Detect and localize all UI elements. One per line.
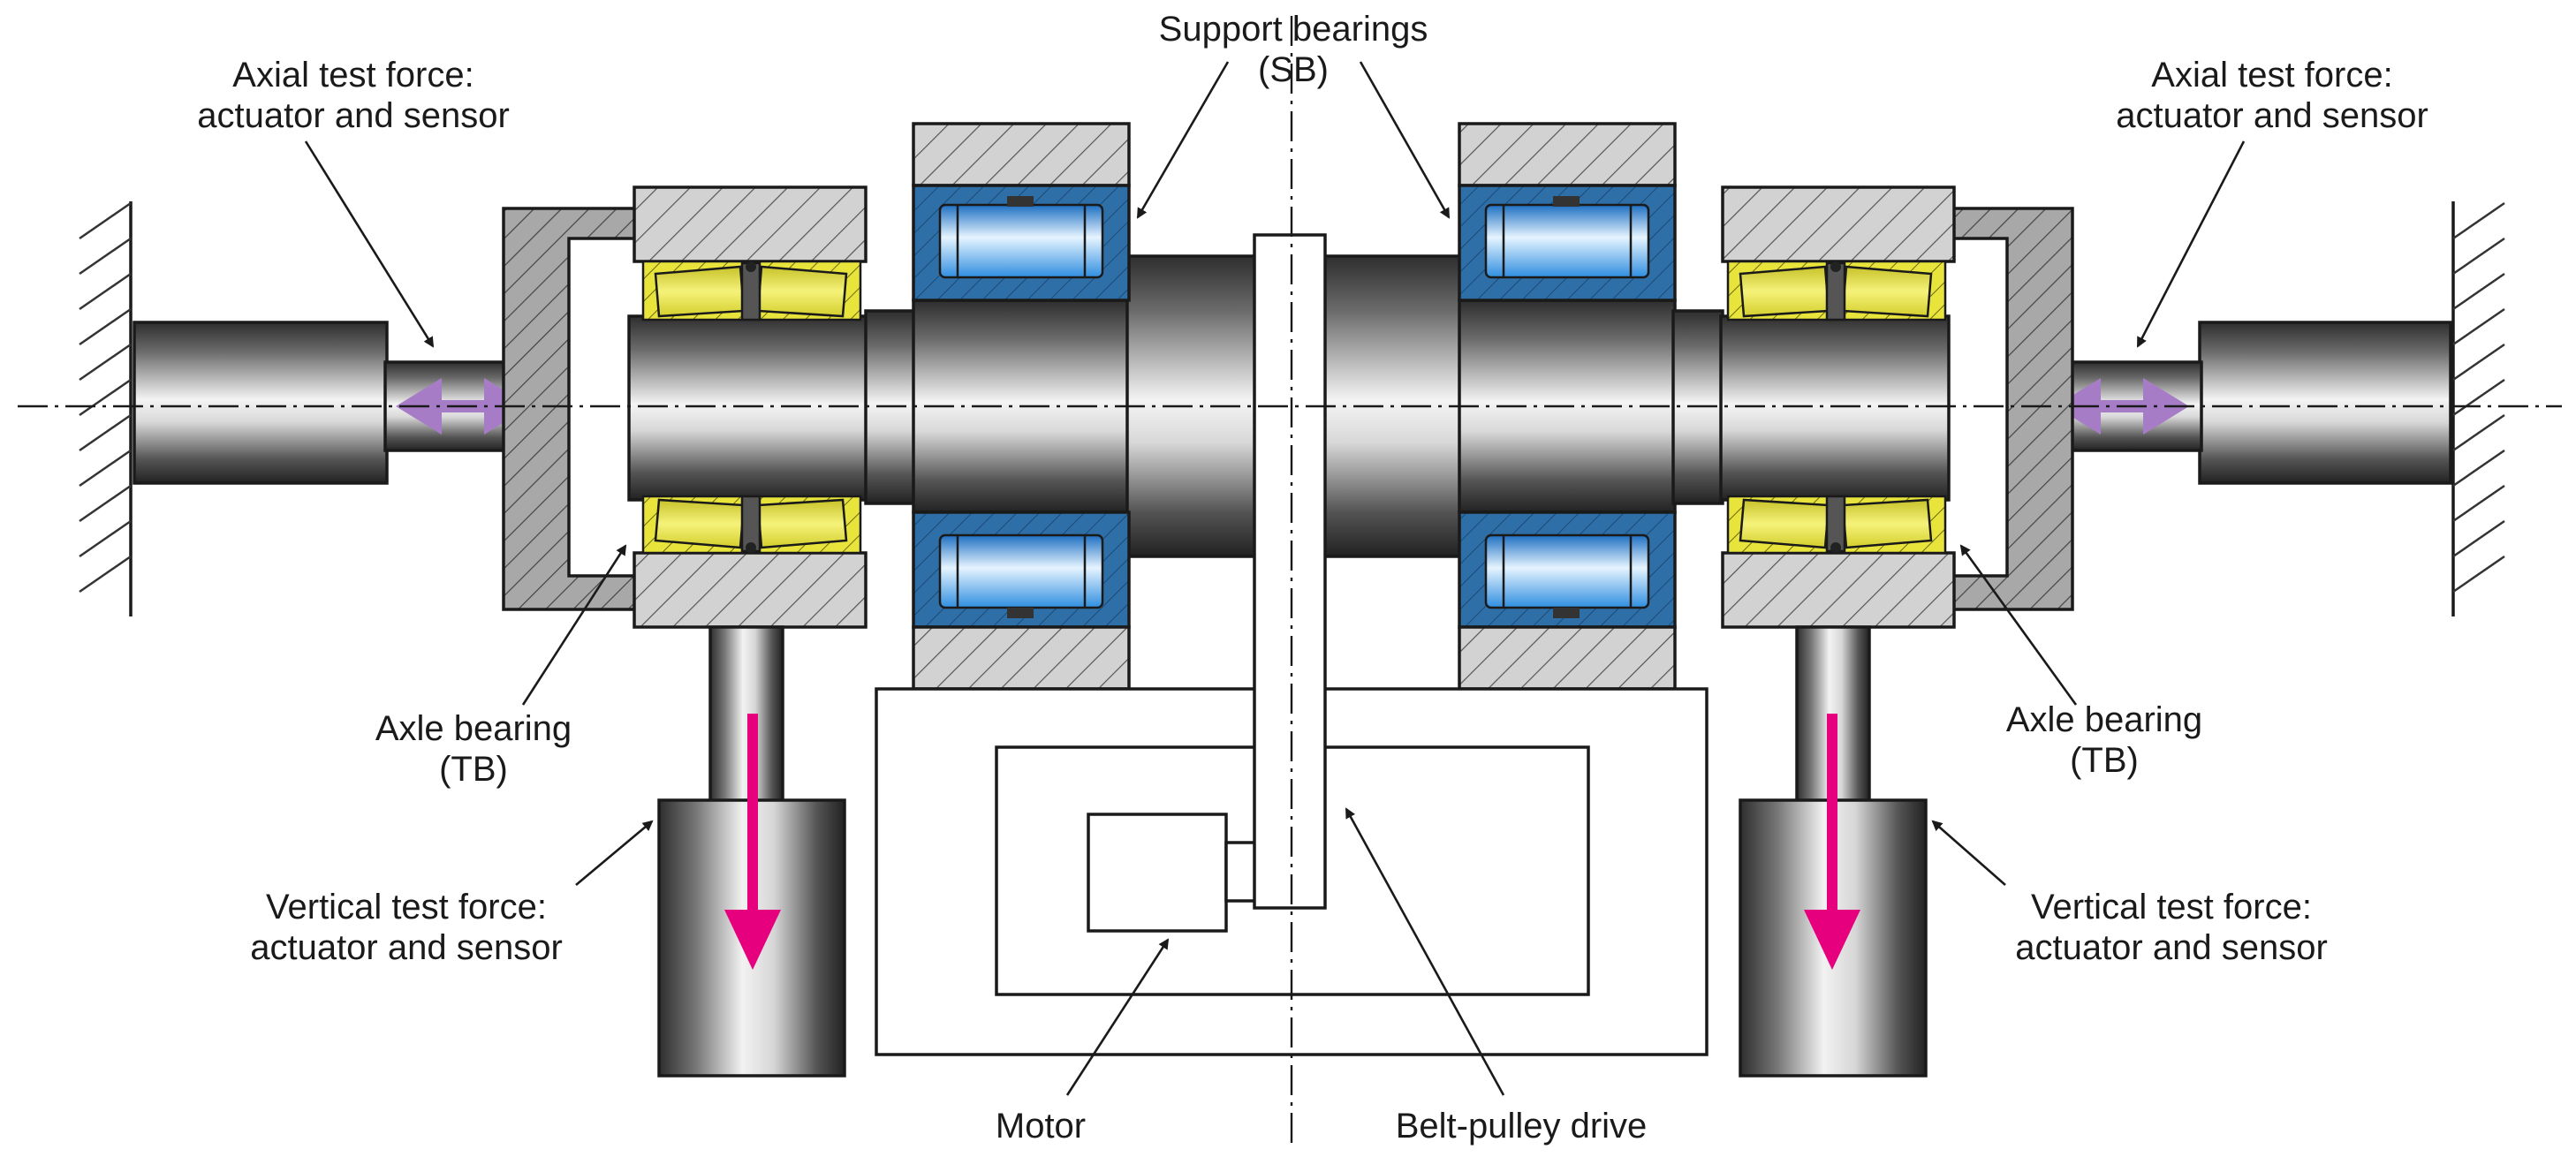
vertical-left-label-line2: actuator and sensor [250, 928, 563, 967]
axle-left-label-line1: Axle bearing [375, 709, 572, 748]
axial-right-label-line2: actuator and sensor [2116, 96, 2428, 135]
axial-right-label: Axial test force: actuator and sensor [2116, 56, 2428, 135]
axle-right-label-line2: (TB) [2070, 741, 2139, 780]
axial-right-label-line1: Axial test force: [2151, 56, 2392, 95]
right-test-bearing [1721, 185, 1956, 629]
axial-left-label-line1: Axial test force: [232, 56, 474, 95]
right-wall [2451, 201, 2505, 616]
vertical-right-label: Vertical test force: actuator and sensor [2015, 888, 2328, 967]
left-test-bearing [633, 185, 868, 629]
left-vertical-force-arrow [724, 714, 781, 970]
axial-left-label-line2: actuator and sensor [197, 96, 510, 135]
right-vertical-force-arrow [1804, 714, 1860, 970]
belt-pulley-label: Belt-pulley drive [1396, 1107, 1648, 1146]
right-c-frame [1936, 207, 2074, 611]
support-bearings-label-line1: Support bearings [1159, 10, 1428, 49]
vertical-left-label-line1: Vertical test force: [266, 888, 547, 926]
left-tb-bottom-rollers [641, 495, 862, 555]
motor [1087, 813, 1258, 933]
motor-label: Motor [996, 1107, 1086, 1146]
axle-left-label: Axle bearing (TB) [375, 709, 572, 789]
axial-left-label: Axial test force: actuator and sensor [197, 56, 510, 135]
vertical-left-label: Vertical test force: actuator and sensor [250, 888, 563, 967]
axle-right-label: Axle bearing (TB) [2006, 700, 2202, 780]
right-support-bearing [1458, 122, 1677, 691]
axle-right-label-line1: Axle bearing [2006, 700, 2202, 739]
vertical-right-label-line2: actuator and sensor [2015, 928, 2328, 967]
left-support-bearing [912, 122, 1131, 691]
left-c-frame [502, 207, 640, 611]
vertical-right-label-line1: Vertical test force: [2031, 888, 2312, 926]
leader-lines [304, 61, 2246, 1096]
center-axis-lines [18, 16, 2562, 1145]
support-bearings-label-line2: (SB) [1258, 50, 1329, 89]
axle-left-label-line2: (TB) [439, 750, 508, 789]
left-tb-top-rollers [641, 260, 862, 321]
right-tb-top-rollers [1726, 260, 1947, 321]
support-bearings-label: Support bearings (SB) [1159, 10, 1428, 89]
belt-pulley [1253, 233, 1327, 910]
left-wall [79, 201, 133, 616]
right-tb-bottom-rollers [1726, 495, 1947, 555]
